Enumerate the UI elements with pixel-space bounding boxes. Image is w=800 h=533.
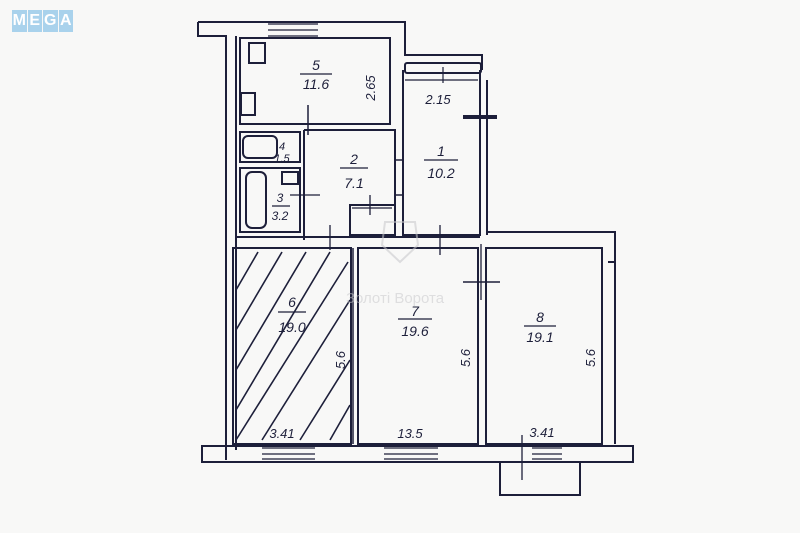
washbasin-icon (281, 171, 299, 185)
room-2-area: 7.1 (344, 175, 363, 191)
room-8-top-wall (487, 231, 616, 263)
logo-letter: A (58, 10, 73, 32)
room-8-area: 19.1 (526, 329, 553, 345)
room-6-number: 6 (288, 294, 296, 310)
room-1-area: 10.2 (427, 165, 454, 181)
logo-letter: E (27, 10, 42, 32)
balcony (499, 461, 581, 496)
window-room-8 (532, 447, 562, 460)
shield-emblem-icon (380, 221, 420, 264)
bathtub-icon (245, 171, 267, 229)
room-5-number: 5 (312, 57, 320, 73)
dim-hall-width: 2.15 (424, 92, 451, 107)
room-4-number: 4 (279, 141, 285, 153)
closet (349, 204, 396, 236)
room-5-outline (239, 37, 391, 125)
room-8-number: 8 (536, 309, 544, 325)
window-room-6 (262, 447, 315, 460)
room-8-outline (485, 247, 603, 445)
top-outer-wall (198, 21, 483, 70)
room-2-number: 2 (349, 151, 358, 167)
watermark: Золоті Ворота (346, 221, 445, 307)
dim-room-8-depth: 5.6 (583, 348, 598, 367)
dim-room-6-width: 3.41 (269, 426, 294, 441)
bottom-outer-wall (201, 445, 634, 463)
room-3-area: 3.2 (272, 209, 289, 223)
room-6-hatching (235, 251, 351, 441)
logo-letter: M (12, 10, 27, 32)
dim-room-8-width: 3.41 (529, 425, 554, 440)
toilet-icon (242, 135, 278, 159)
sink-icon (240, 92, 256, 116)
kitchen-window (268, 23, 318, 37)
dim-room-7-depth: 5.6 (458, 348, 473, 367)
room-5-area: 11.6 (303, 76, 329, 92)
room-1-number: 1 (437, 143, 445, 159)
dim-room-7-width: 13.5 (397, 426, 423, 441)
logo-letter: G (43, 10, 58, 32)
room-6-outline (232, 247, 352, 445)
room-7-area: 19.6 (401, 323, 428, 339)
room-3-number: 3 (277, 191, 284, 205)
room-4-area: 1.5 (274, 153, 290, 165)
room-6-area: 19.0 (278, 319, 305, 335)
room-3-outline (239, 167, 301, 233)
stove-icon (248, 42, 266, 64)
watermark-text: Золоті Ворота (346, 290, 445, 307)
room-4-outline (239, 131, 301, 163)
window-room-7 (384, 447, 438, 460)
room-7-number: 7 (411, 303, 420, 319)
room-2-outline (304, 129, 396, 232)
dim-room-6-depth: 5.6 (333, 350, 348, 369)
room-7-outline (357, 247, 479, 445)
dim-kitchen-height: 2.65 (363, 75, 378, 102)
room-1-outline (402, 70, 481, 236)
left-outer-wall (197, 22, 227, 460)
mega-logo: M E G A (12, 10, 73, 32)
